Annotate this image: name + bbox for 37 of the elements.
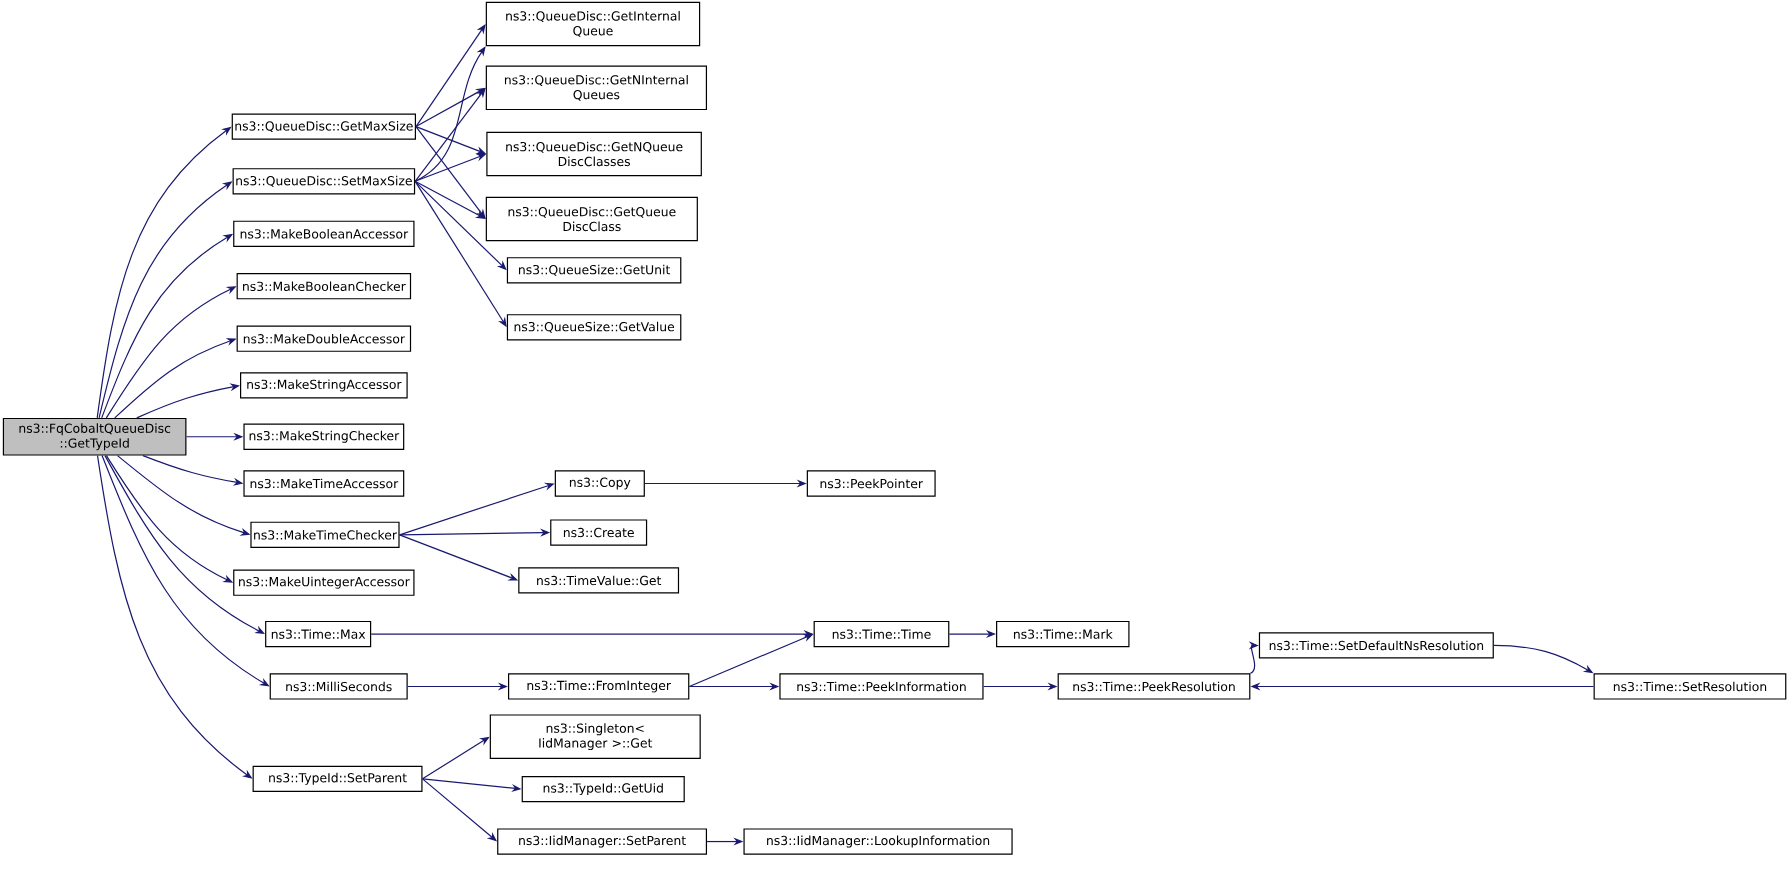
- function-box: ns3::Copy: [554, 470, 645, 497]
- function-box: ns3::PeekPointer: [806, 470, 936, 497]
- function-box: ns3::MakeStringAccessor: [240, 372, 408, 399]
- function-box: ns3::Time::PeekInformation: [779, 673, 984, 700]
- function-box: ns3::MakeBooleanChecker: [236, 273, 412, 300]
- function-box: ns3::MakeTimeAccessor: [243, 470, 405, 497]
- function-box: ns3::QueueDisc::SetMaxSize: [232, 168, 416, 195]
- function-box: ns3::TypeId::GetUid: [521, 776, 685, 803]
- function-box: ns3::QueueDisc::GetMaxSize: [231, 113, 416, 140]
- arrow: [414, 88, 486, 183]
- function-box: ns3::Time::SetDefaultNsResolution: [1258, 632, 1494, 659]
- function-box: ns3::IidManager::LookupInformation: [743, 828, 1013, 855]
- function-box: ns3::MakeStringChecker: [243, 423, 405, 451]
- function-box: ns3::Time::Time: [813, 621, 950, 648]
- function-box: ns3::Singleton< IidManager >::Get: [489, 714, 701, 760]
- arrow: [415, 24, 486, 128]
- function-box: ns3::Time::PeekResolution: [1057, 673, 1251, 700]
- function-box: ns3::QueueDisc::GetNQueue DiscClasses: [486, 131, 702, 177]
- function-box: ns3::MakeBooleanAccessor: [233, 220, 415, 248]
- function-box: ns3::QueueSize::GetUnit: [506, 257, 682, 284]
- function-box: ns3::MilliSeconds: [269, 673, 408, 700]
- function-box: ns3::QueueDisc::GetInternal Queue: [485, 1, 701, 47]
- function-box: ns3::Time::Max: [265, 621, 372, 648]
- function-box: ns3::Time::FromInteger: [508, 673, 690, 700]
- function-box: ns3::TimeValue::Get: [518, 567, 680, 594]
- function-box: ns3::Time::SetResolution: [1593, 673, 1787, 700]
- function-box: ns3::MakeTimeChecker: [250, 521, 400, 549]
- function-box: ns3::Create: [550, 519, 648, 546]
- function-box: ns3::MakeDoubleAccessor: [236, 325, 412, 353]
- function-box: ns3::Time::Mark: [996, 621, 1130, 648]
- selected-function-box: ns3::FqCobaltQueueDisc ::GetTypeId: [2, 418, 187, 456]
- function-box: ns3::MakeUintegerAccessor: [233, 569, 415, 597]
- function-box: ns3::QueueDisc::GetQueue DiscClass: [485, 196, 698, 242]
- function-box: ns3::TypeId::SetParent: [252, 765, 423, 793]
- function-box: ns3::QueueSize::GetValue: [506, 314, 682, 341]
- function-box: ns3::QueueDisc::GetNInternal Queues: [485, 65, 708, 111]
- function-box: ns3::IidManager::SetParent: [497, 828, 708, 855]
